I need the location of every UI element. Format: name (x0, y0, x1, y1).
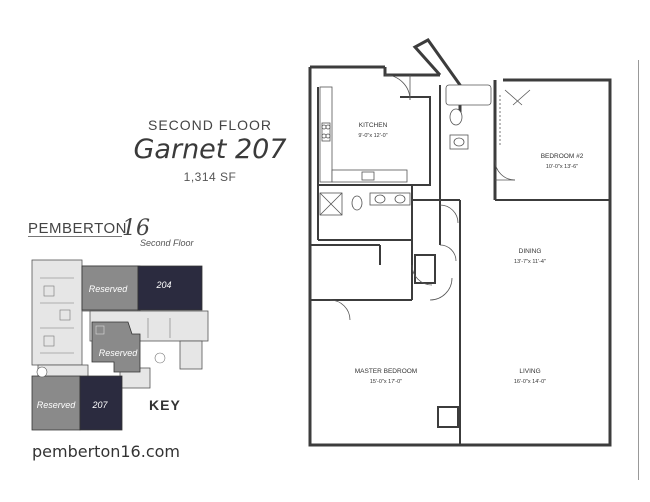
floor-label: SECOND FLOOR (147, 117, 272, 133)
key-unit-reserved-middle-stair (95, 325, 105, 335)
unit-square-footage: 1,314 SF (183, 170, 237, 184)
room-dining-name: DINING (519, 248, 542, 255)
key-unit-reserved-top-label: Reserved (89, 284, 129, 294)
key-unit-204-label: 204 (155, 280, 171, 290)
brand-rule (28, 236, 122, 237)
room-dining-dims: 13'-7"x 11'-4" (514, 259, 546, 265)
key-unit-207-label: 207 (91, 400, 108, 410)
brand-name: PEMBERTON (28, 220, 127, 237)
room-living-name: LIVING (519, 368, 540, 375)
key-unit-reserved-middle-label: Reserved (99, 348, 139, 358)
room-kitchen-dims: 9'-0"x 12'-0" (358, 133, 387, 139)
website-link[interactable]: pemberton16.com (32, 442, 180, 461)
fixtures (319, 84, 501, 216)
room-master-name: MASTER BEDROOM (355, 368, 417, 375)
room-living-dims: 16'-0"x 14'-0" (514, 379, 546, 385)
brand-logo: PEMBERTON 16 Second Floor (28, 216, 200, 248)
floor-plan: KITCHEN 9'-0"x 12'-0" BEDROOM #2 10'-0"x… (308, 38, 612, 447)
key-unit-reserved-middle (91, 321, 141, 373)
page-edge-rule (638, 60, 639, 480)
room-bedroom2-name: BEDROOM #2 (541, 153, 584, 160)
room-kitchen-name: KITCHEN (359, 122, 388, 129)
interior-walls (310, 80, 610, 445)
key-label: KEY (149, 397, 181, 413)
key-unit-204 (137, 265, 203, 311)
key-unit-reserved-bottom-label: Reserved (37, 400, 77, 410)
unit-name: Garnet 207 (133, 134, 287, 165)
doors (329, 74, 531, 321)
key-building-details (40, 277, 171, 364)
room-bedroom2-dims: 10'-0"x 13'-6" (546, 164, 578, 170)
brand-number: 16 (122, 216, 150, 241)
room-master-dims: 15'-0"x 17'-0" (370, 379, 402, 385)
brand-subtitle: Second Floor (140, 238, 194, 248)
key-elevator-icon (36, 366, 48, 378)
key-unit-207 (79, 375, 123, 431)
key-site-map: Reserved 204 Reserved Reserved 207 (31, 259, 209, 431)
room-labels: KITCHEN 9'-0"x 12'-0" BEDROOM #2 10'-0"x… (355, 122, 584, 385)
